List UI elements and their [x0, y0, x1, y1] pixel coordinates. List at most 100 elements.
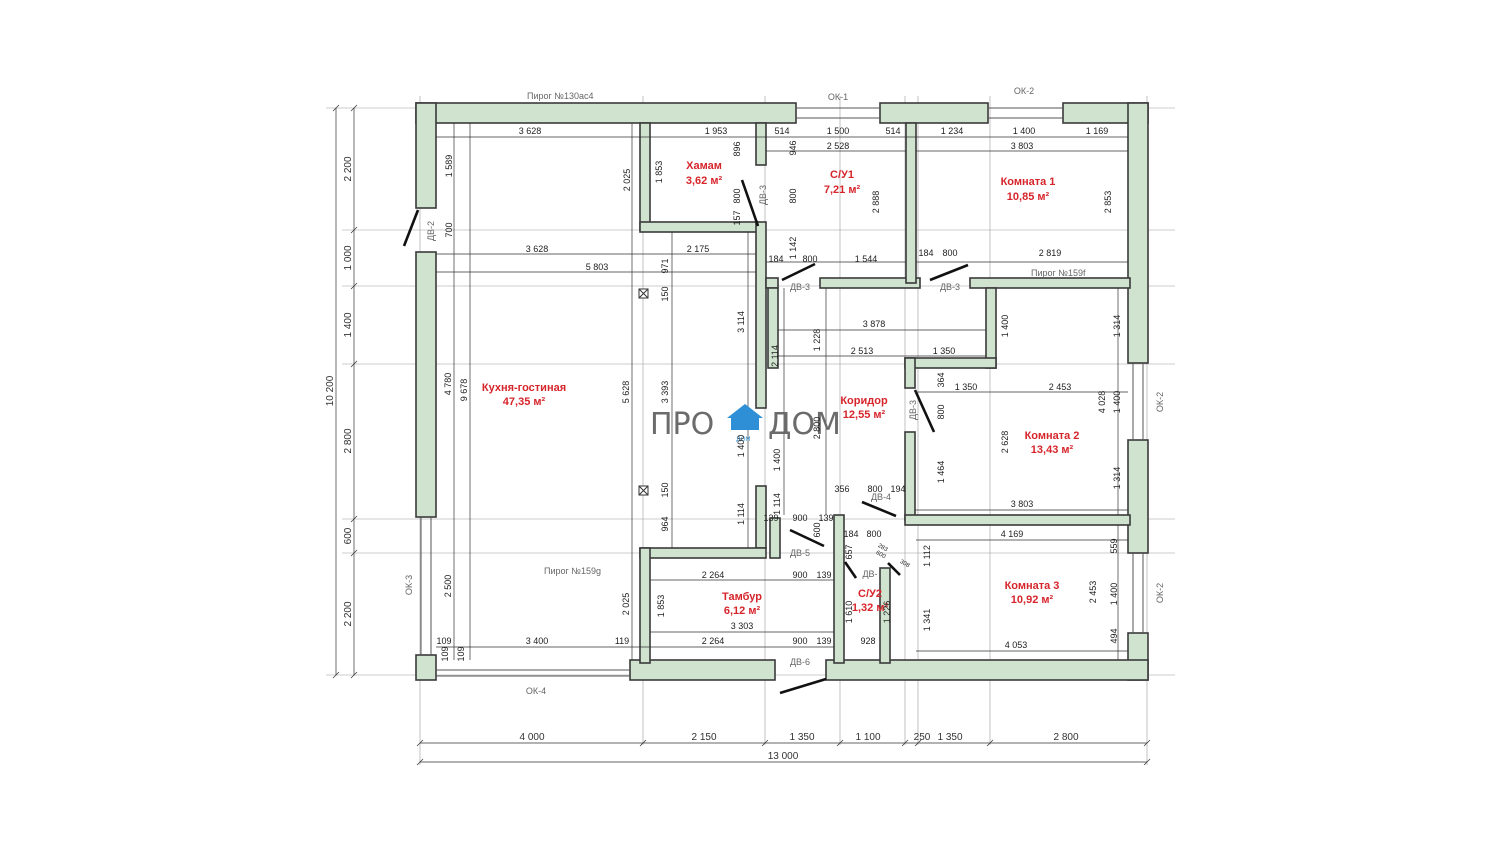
room-area-room1: 10,85 м² [1007, 191, 1050, 203]
room-labels: Хамам 3,62 м² С/У1 7,21 м² Комната 1 10,… [482, 160, 1080, 617]
dim-bottom: 2 800 [1053, 732, 1078, 743]
dim-left: 1 000 [343, 245, 354, 270]
dim-inner: 2 819 [1039, 248, 1062, 258]
dim-inner: 4 028 [1097, 391, 1107, 414]
dim-inner: 946 [788, 140, 798, 155]
label-dv5: ДВ-5 [790, 548, 810, 558]
dim-inner: 900 [792, 513, 807, 523]
label-dv-su2: ДВ- [862, 569, 877, 579]
dim-inner: 3 393 [660, 381, 670, 404]
dim-inner: 1 114 [772, 493, 782, 515]
dim-inner: 800 [788, 188, 798, 203]
dim-inner: 600 [812, 522, 822, 537]
dim-inner: 3 878 [863, 319, 886, 329]
opening-labels: ОК-1 ОК-2 ОК-2 ОК-2 ОК-3 ОК-4 ДВ-2 ДВ-3 … [404, 86, 1165, 696]
dim-inner: 1 314 [1112, 467, 1122, 490]
label-dv6: ДВ-6 [790, 657, 810, 667]
inner-dimensions: 2 528 3 803 3 628 2 175 5 803 184 800 1 … [436, 140, 1122, 661]
dim-inner: 600 [875, 550, 887, 561]
dim-inner: 2 025 [621, 593, 631, 616]
dim-inner: 1 589 [444, 155, 454, 178]
dim-inner: 800 [732, 188, 742, 203]
dim-left-total: 10 200 [325, 375, 336, 406]
dim-inner: 896 [732, 141, 742, 156]
dim-inner: 194 [890, 484, 905, 494]
dim-inner: 4 053 [1005, 640, 1028, 650]
note-pirog-159f: Пирог №159f [1031, 268, 1086, 278]
label-ok2-top: ОК-2 [1014, 86, 1034, 96]
dim-inner: 2 114 [770, 345, 780, 367]
dim-inner: 1 112 [922, 545, 932, 567]
dim-inner: 2 853 [1103, 191, 1113, 214]
room-name-tambur: Тамбур [722, 591, 762, 603]
dim-inner: 1 226 [882, 601, 892, 624]
dim-inner: 4 169 [1001, 529, 1024, 539]
dim-inner: 109 [456, 646, 466, 661]
dim-bottom: 2 150 [691, 732, 716, 743]
dim-inner: 2 513 [851, 346, 874, 356]
label-ok2-right1: ОК-2 [1155, 392, 1165, 412]
walls [415, 102, 1149, 681]
watermark-right: ДОМ [768, 407, 841, 442]
top-dimensions: 3 628 1 953 514 1 500 514 1 234 1 400 1 … [519, 126, 1109, 136]
dim-top: 514 [774, 126, 789, 136]
dim-inner: 1 350 [955, 382, 978, 392]
dim-inner: 1 544 [855, 254, 878, 264]
dim-inner: 700 [444, 222, 454, 237]
dim-inner: 657 [844, 544, 854, 559]
dim-inner: 800 [936, 404, 946, 419]
dim-inner: 800 [942, 248, 957, 258]
dim-inner: 1 400 [1109, 583, 1119, 606]
dim-inner: 800 [802, 254, 817, 264]
label-dv4: ДВ-4 [871, 492, 891, 502]
dim-inner: 1 400 [736, 435, 746, 458]
dim-inner: 184 [918, 248, 933, 258]
dim-inner: 139 [818, 513, 833, 523]
dim-inner: 971 [660, 258, 670, 273]
label-ok2-right2: ОК-2 [1155, 583, 1165, 603]
dim-inner: 900 [792, 570, 807, 580]
dim-inner: 109 [440, 646, 450, 661]
room-name-room3: Комната 3 [1005, 580, 1060, 592]
dim-inner: 308 [899, 559, 911, 570]
room-name-kitchen: Кухня-гостиная [482, 382, 566, 394]
dim-bottom: 1 350 [789, 732, 814, 743]
room-name-su2: С/У2 [858, 588, 882, 600]
room-name-room2: Комната 2 [1025, 430, 1080, 442]
dim-inner: 1 853 [654, 161, 664, 184]
dim-inner: 1 464 [936, 461, 946, 484]
dim-bottom: 1 100 [855, 732, 880, 743]
dim-inner: 157 [732, 210, 742, 225]
dim-inner: 1 142 [788, 237, 798, 260]
dim-top: 1 400 [1013, 126, 1036, 136]
dim-inner: 559 [1109, 538, 1119, 553]
label-dv3-room1: ДВ-3 [940, 282, 960, 292]
dim-inner: 5 803 [586, 262, 609, 272]
dim-inner: 3 803 [1011, 141, 1034, 151]
dim-inner: 2 264 [702, 570, 725, 580]
dim-top: 514 [885, 126, 900, 136]
dim-left: 2 200 [343, 156, 354, 181]
dim-inner: 2 025 [622, 169, 632, 192]
room-area-room2: 13,43 м² [1031, 444, 1074, 456]
dim-inner: 1 228 [812, 329, 822, 352]
label-ok1: ОК-1 [828, 92, 848, 102]
room-name-room1: Комната 1 [1001, 176, 1056, 188]
house-icon [727, 404, 763, 430]
dim-inner: 184 [768, 254, 783, 264]
dim-inner: 356 [834, 484, 849, 494]
room-area-su2: 1,32 м² [852, 602, 889, 614]
label-dv3-room2: ДВ-3 [908, 400, 918, 420]
dim-inner: 494 [1109, 628, 1119, 643]
dim-inner: 139 [816, 570, 831, 580]
dim-inner: 2 800 [812, 417, 822, 440]
note-pirog-159g: Пирог №159g [544, 566, 601, 576]
room-area-tambur: 6,12 м² [724, 605, 761, 617]
watermark-left: ПРО [650, 407, 714, 442]
dim-inner: 3 114 [736, 311, 746, 333]
outer-dimensions [332, 104, 1151, 766]
label-dv3-hamam: ДВ-3 [758, 185, 768, 205]
room-name-su1: С/У1 [830, 169, 854, 181]
room-area-su1: 7,21 м² [824, 184, 861, 196]
